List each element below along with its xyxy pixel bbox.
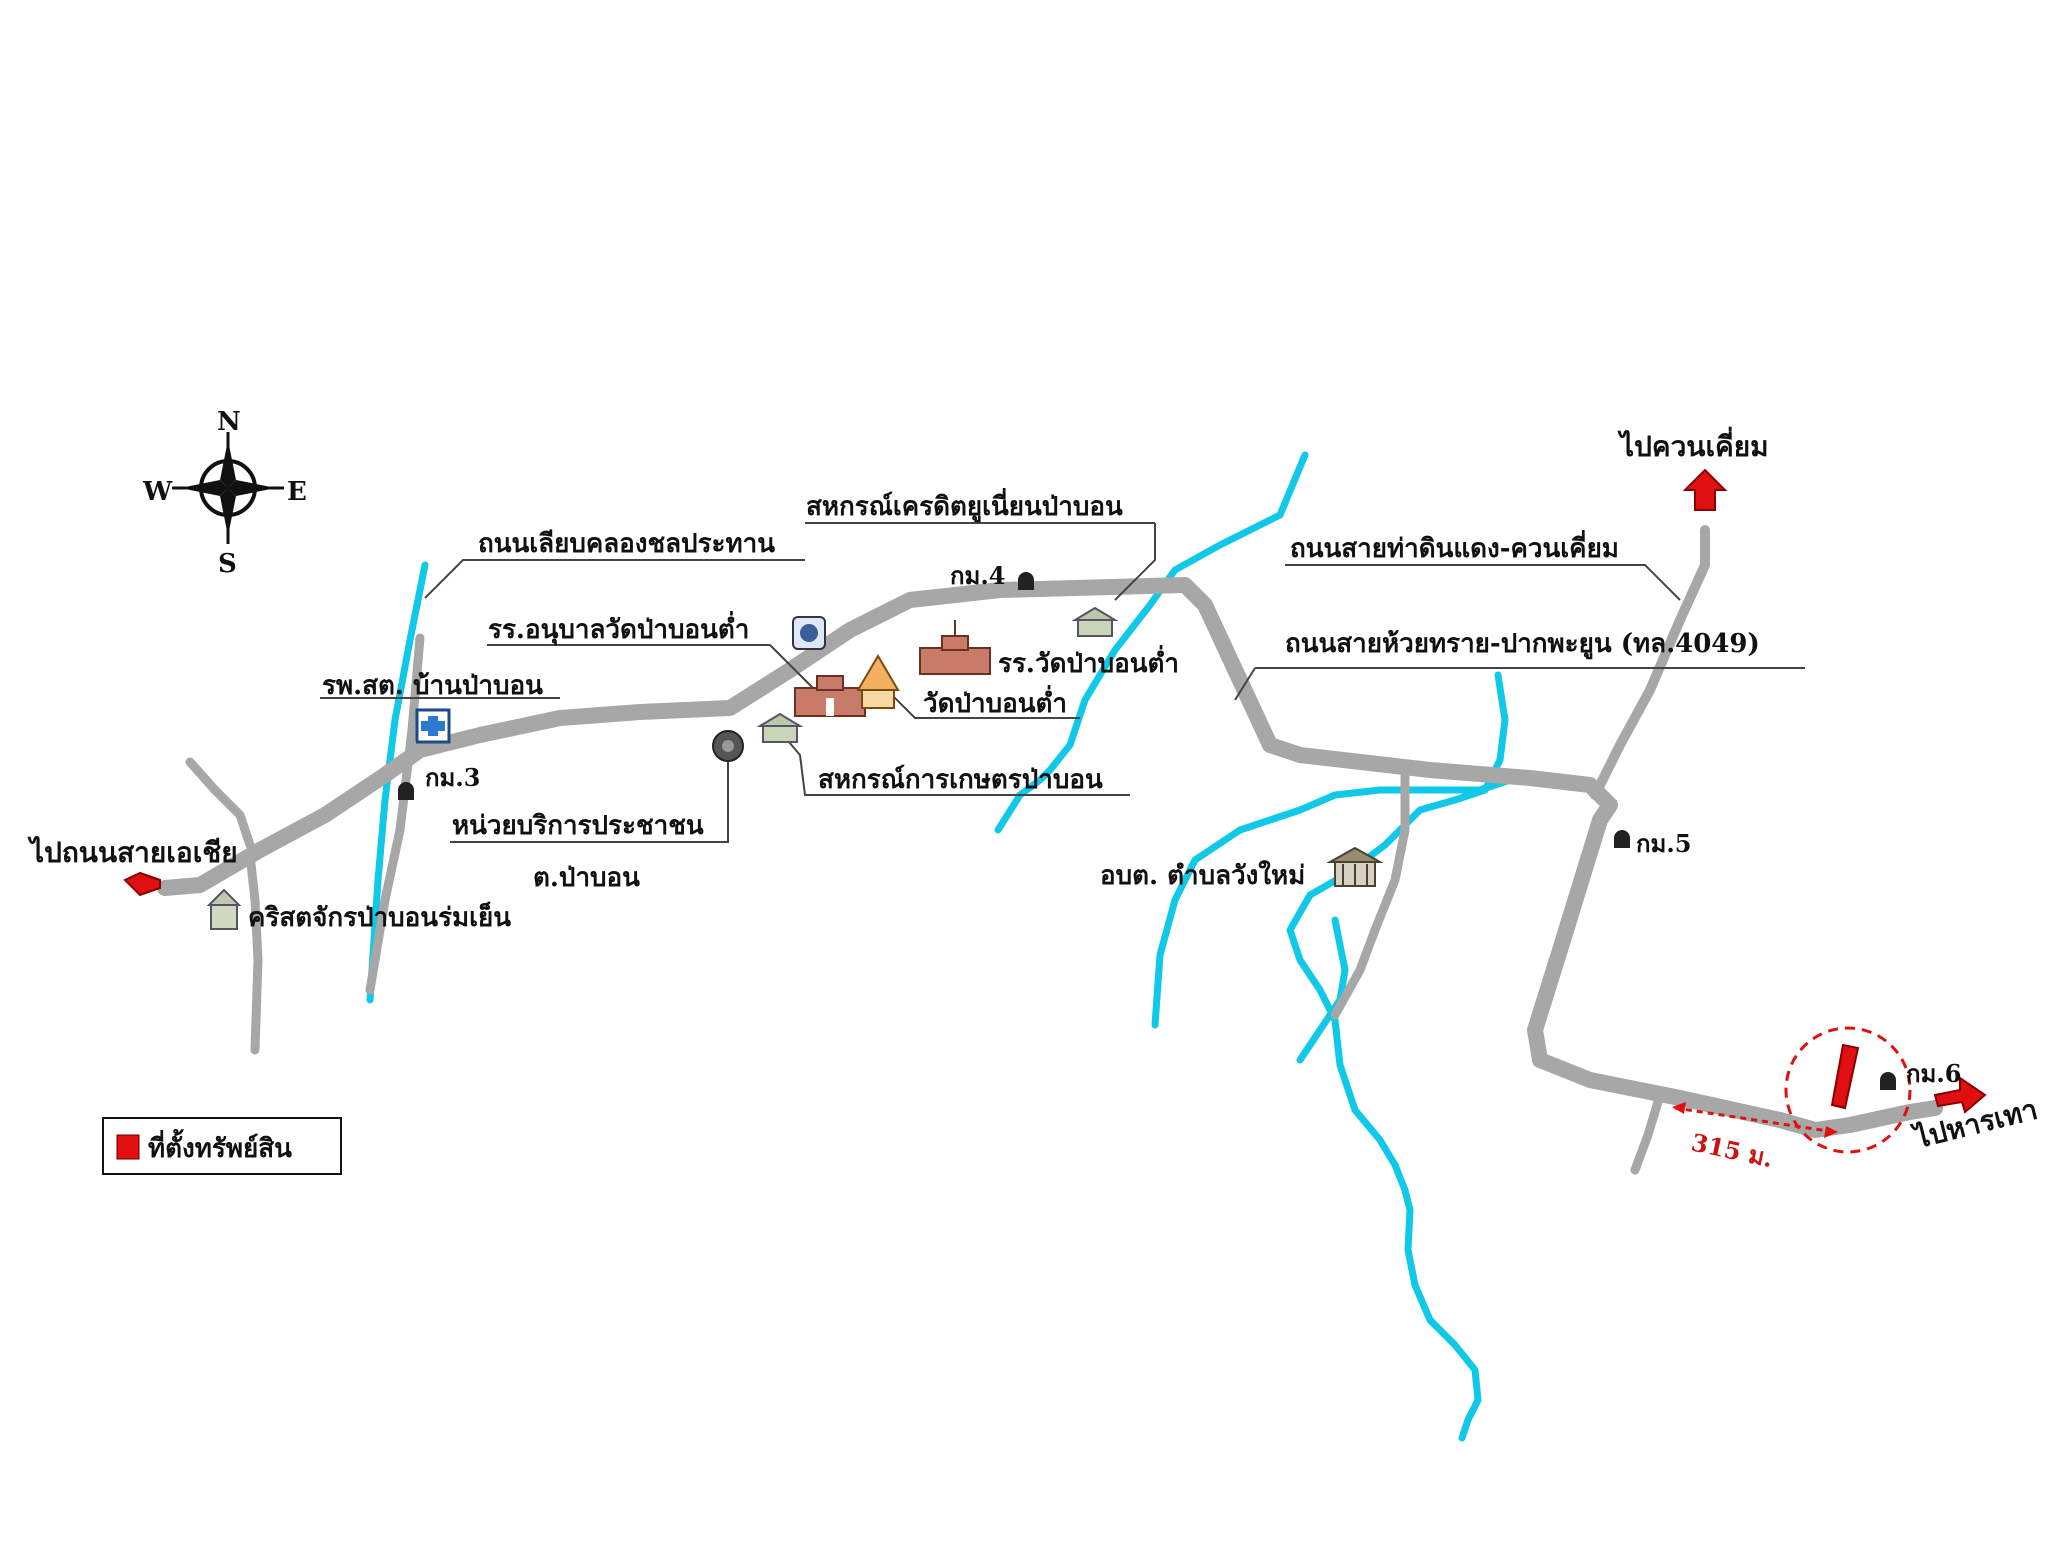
road-canal-label: ถนนเลียบคลองชลประทาน bbox=[478, 529, 775, 559]
leader-road-4049-2 bbox=[1234, 667, 1256, 701]
leader-lines bbox=[320, 522, 1805, 843]
school-label: รร.วัดป่าบอนต่ำ bbox=[998, 644, 1179, 679]
leader-coop-credit-2 bbox=[1114, 523, 1156, 601]
coop-agri-label: สหกรณ์การเกษตรป่าบอน bbox=[818, 764, 1103, 795]
stream-north bbox=[994, 451, 1309, 834]
school-icon bbox=[794, 675, 866, 717]
cooperative-icon bbox=[1071, 606, 1119, 637]
direction-arrows bbox=[123, 468, 1987, 1114]
km4-label: กม.4 bbox=[950, 561, 1005, 590]
sao-label: อบต. ตำบลวังใหม่ bbox=[1100, 860, 1305, 891]
road-south-branch bbox=[1630, 1090, 1665, 1175]
coop-credit-label: สหกรณ์เครดิตยูเนี่ยนป่าบอน bbox=[806, 487, 1123, 523]
leader-road-tha bbox=[1285, 564, 1681, 601]
legend-swatch bbox=[116, 1134, 140, 1160]
to-asia-label: ไปถนนสายเอเชีย bbox=[27, 836, 238, 869]
kindergarten-icon bbox=[792, 616, 826, 650]
legend-box bbox=[102, 1117, 342, 1175]
property-radius bbox=[1784, 1026, 1912, 1154]
compass-s: S bbox=[218, 549, 237, 579]
service-unit-label: หน่วยบริการประชาชน bbox=[452, 811, 704, 841]
kindergarten-label: รร.อนุบาลวัดป่าบอนต่ำ bbox=[488, 610, 749, 646]
map-labels: ถนนเลียบคลองชลประทาน สหกรณ์เครดิตยูเนี่ย… bbox=[27, 426, 2041, 1156]
km-post-icon bbox=[398, 572, 1896, 1090]
road-church-north bbox=[185, 757, 255, 850]
km3-label: กม.3 bbox=[425, 763, 480, 792]
leader-kindergarten-2 bbox=[769, 644, 814, 689]
road-khuan-kian bbox=[1590, 525, 1710, 800]
km5-label: กม.5 bbox=[1636, 829, 1691, 858]
hospital-icon bbox=[415, 708, 451, 744]
school-icon bbox=[919, 620, 991, 675]
church-icon bbox=[206, 888, 242, 930]
health-center-label: รพ.สต. บ้านป่าบอน bbox=[322, 671, 543, 701]
roads bbox=[157, 525, 1943, 1175]
stream-wide bbox=[1151, 776, 1514, 1029]
direction-arrow-icon bbox=[1933, 1076, 1987, 1114]
compass-rose-icon: N S W E bbox=[142, 407, 307, 579]
map-icons bbox=[206, 572, 1896, 1090]
main-road bbox=[157, 577, 1943, 1138]
cooperative-icon bbox=[756, 712, 804, 743]
legend-label: ที่ตั้งทรัพย์สิน bbox=[148, 1128, 292, 1164]
compass-e: E bbox=[287, 477, 307, 507]
km6-label: กม.6 bbox=[1906, 1059, 1961, 1088]
road-tha-din-daeng-label: ถนนสายท่าดินแดง-ควนเคี่ยม bbox=[1290, 529, 1619, 564]
stream-center bbox=[1286, 671, 1509, 1442]
road-4049-label: ถนนสายห้วยทราย-ปากพะยูน (ทล.4049) bbox=[1285, 629, 1760, 660]
direction-arrow-icon bbox=[123, 871, 161, 897]
property-marker bbox=[1830, 1043, 1860, 1110]
canal-west bbox=[366, 561, 429, 1004]
leader-coop-agri bbox=[782, 734, 1130, 796]
compass-w: W bbox=[142, 477, 173, 507]
compass-n: N bbox=[217, 407, 241, 437]
church-label: คริสตจักรป่าบอนร่มเย็น bbox=[248, 901, 511, 933]
road-sao-1 bbox=[1330, 765, 1410, 1020]
distance-label: 315 ม. bbox=[1689, 1128, 1776, 1174]
service-point-icon bbox=[712, 730, 744, 762]
road-church-south bbox=[245, 850, 263, 1055]
legend: ที่ตั้งทรัพย์สิน bbox=[102, 1117, 342, 1175]
government-office-icon bbox=[1326, 846, 1384, 887]
temple-label: วัดป่าบอนต่ำ bbox=[923, 684, 1067, 719]
property-site bbox=[1784, 1026, 1912, 1154]
temple-icon bbox=[856, 654, 900, 709]
road-canal bbox=[365, 633, 425, 995]
service-unit-label-2: ต.ป่าบอน bbox=[533, 863, 640, 893]
to-khuan-kian-label: ไปควนเคี่ยม bbox=[1617, 426, 1769, 463]
leader-service bbox=[450, 748, 729, 843]
direction-arrow-icon bbox=[1682, 468, 1728, 511]
leader-road-canal bbox=[424, 559, 805, 599]
